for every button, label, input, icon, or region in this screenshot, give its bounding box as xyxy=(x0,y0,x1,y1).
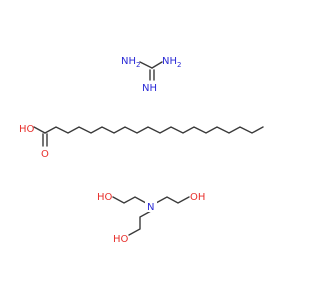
triethanolamine-n-label: N xyxy=(147,202,154,213)
guanidine-structure: NH2 NH2 NH xyxy=(121,56,181,94)
molecule-canvas: NH2 NH2 NH HO O N HO OH HO xyxy=(19,56,264,245)
stearic-acid-ho-label: HO xyxy=(19,124,35,135)
triethanolamine-ho-left-label: HO xyxy=(97,192,113,203)
stearic-acid-carbon-chain xyxy=(44,126,264,134)
triethanolamine-n-background xyxy=(145,200,157,212)
triethanolamine-arm-bottom xyxy=(128,210,152,236)
guanidine-bond-c-n-right xyxy=(151,61,163,69)
stearic-acid-structure: HO O xyxy=(19,124,264,160)
triethanolamine-arm-left xyxy=(112,196,147,204)
guanidine-nh2-left-label: NH2 xyxy=(121,56,140,69)
guanidine-bond-c-n-left xyxy=(139,61,153,69)
guanidine-nh-label: NH xyxy=(142,83,157,94)
triethanolamine-arm-right xyxy=(155,196,190,204)
triethanolamine-oh-right-label: OH xyxy=(190,192,205,203)
stearic-acid-bond-c-oh xyxy=(33,126,46,134)
stearic-acid-o-label: O xyxy=(41,149,49,160)
triethanolamine-structure: N HO OH HO xyxy=(97,192,205,245)
triethanolamine-ho-bottom-label: HO xyxy=(113,234,129,245)
guanidine-nh2-right-label: NH2 xyxy=(162,56,181,69)
